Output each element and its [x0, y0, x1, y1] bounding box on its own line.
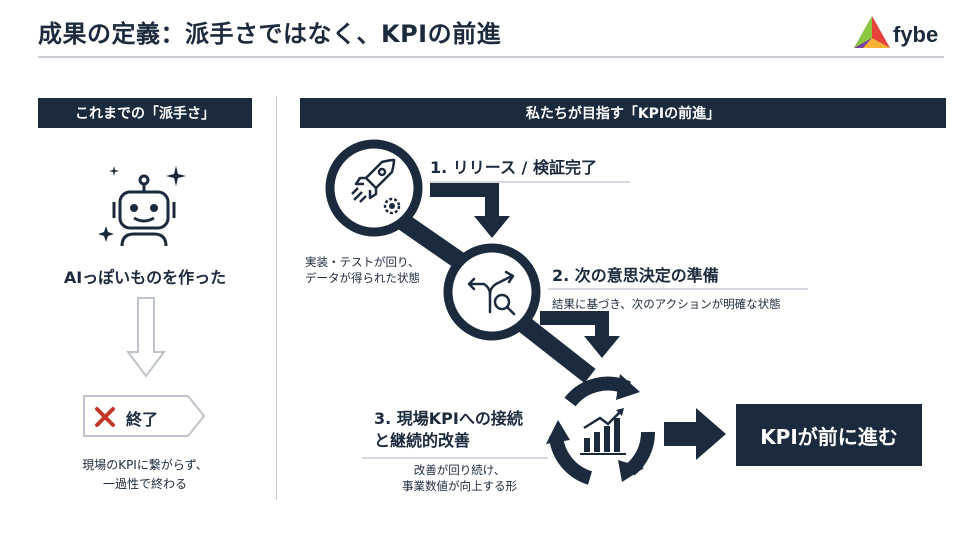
page-title: 成果の定義：派手さではなく、KPIの前進: [38, 20, 502, 48]
step1-note-line1: 実装・テストが回り、: [305, 255, 420, 269]
elbow-arrowhead-1: [474, 216, 510, 238]
title-divider: [38, 56, 944, 58]
connector-2-3: [510, 310, 596, 384]
step3-note-line1: 改善が回り続け、: [413, 463, 506, 477]
left-note: 現場のKPIに繋がらず、 一過性で終わる: [38, 456, 252, 494]
result-arrow: [664, 408, 726, 460]
step3-title-line1: 3. 現場KPIへの接続: [374, 409, 523, 428]
cycle-ring: [546, 374, 656, 485]
step2-title: 2. 次の意思決定の準備: [552, 266, 719, 285]
step3-title-line2: と継続的改善: [374, 431, 471, 450]
gear-icon: [383, 197, 401, 215]
panel-divider: [276, 96, 277, 500]
step3-note: 改善が回り続け、 事業数値が向上する形: [402, 462, 517, 494]
down-arrow-icon: [126, 297, 166, 378]
step2-circle: [443, 243, 541, 341]
step1-circle: [325, 139, 423, 237]
left-note-line2: 一過性で終わる: [102, 477, 187, 491]
cross-icon: [95, 407, 115, 427]
step1-note: 実装・テストが回り、 データが得られた状態: [305, 254, 420, 286]
kpi-result-box: KPIが前に進む: [736, 404, 922, 466]
step1-title: 1. リリース / 検証完了: [430, 158, 597, 177]
step2-note: 結果に基づき、次のアクションが明確な状態: [552, 297, 781, 311]
step1-note-line2: データが得られた状態: [305, 271, 420, 285]
robot-icon: [98, 166, 186, 247]
left-panel-heading: これまでの「派手さ」: [38, 98, 252, 128]
elbow-arrow-1: [430, 183, 499, 218]
rocket-icon: [351, 158, 396, 203]
right-panel-heading: 私たちが目指す「KPIの前進」: [300, 98, 946, 128]
fybe-logo-icon: [854, 16, 890, 48]
robot-caption: AIっぽいものを作った: [63, 268, 227, 287]
magnifier-icon: [493, 293, 516, 316]
growth-chart-icon: [580, 408, 626, 455]
step3-title: 3. 現場KPIへの接続 と継続的改善: [374, 408, 523, 452]
end-label: 終了: [126, 410, 159, 429]
left-note-line1: 現場のKPIに繋がらず、: [82, 458, 208, 472]
elbow-arrow-2: [540, 311, 609, 338]
elbow-arrowhead-2: [584, 336, 620, 358]
step3-note-line2: 事業数値が向上する形: [402, 479, 517, 493]
logo-text: fybe: [893, 22, 939, 47]
branch-arrows-icon: [467, 270, 515, 314]
